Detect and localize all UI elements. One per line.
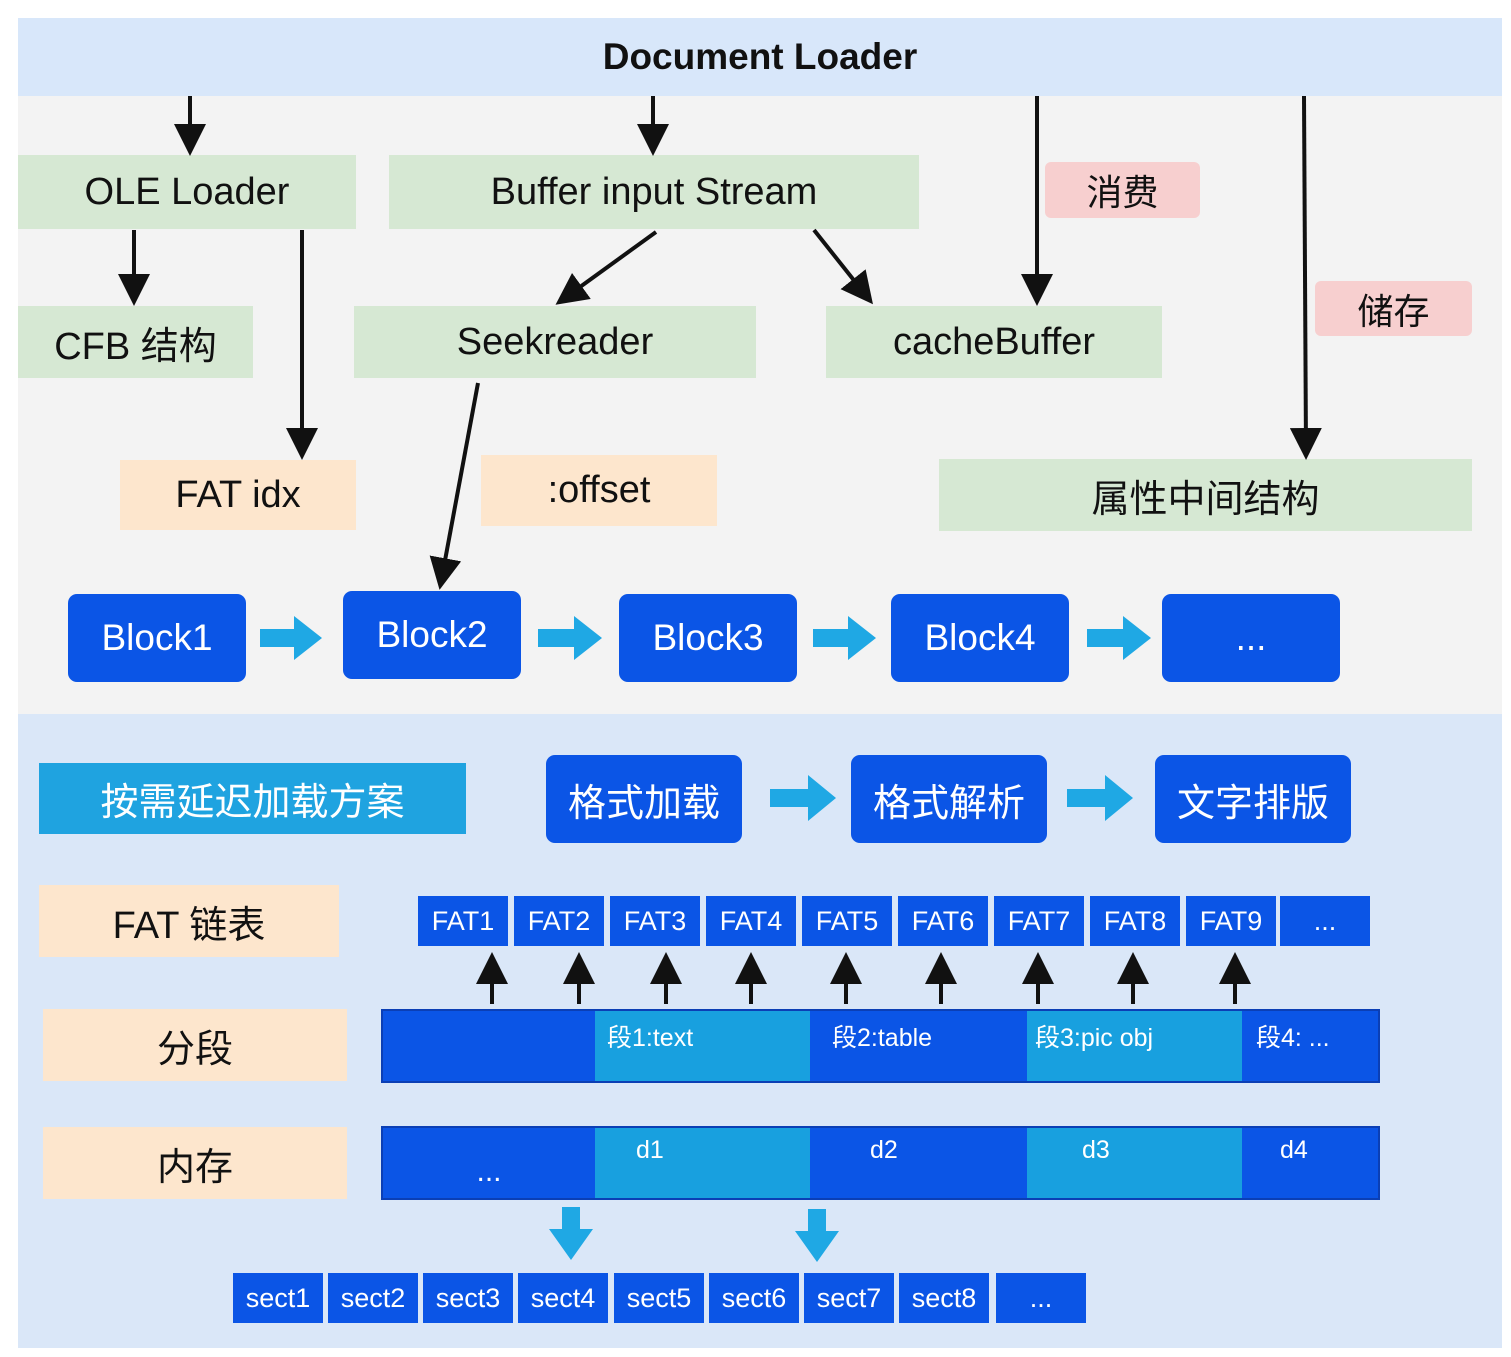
block-1: Block1	[68, 594, 246, 682]
arrow-to-block2	[429, 382, 480, 590]
format-parse-step: 格式解析	[851, 755, 1047, 843]
segment-label: 分段	[43, 1009, 347, 1081]
memory-strip: ... d1 d2 d3 d4	[381, 1126, 1380, 1200]
format-flow-arrow	[1067, 775, 1133, 821]
ole-loader-node: OLE Loader	[18, 155, 356, 229]
lazy-load-plan-label: 按需延迟加载方案	[39, 763, 466, 834]
diagram-title: Document Loader	[602, 36, 918, 77]
block-4: Block4	[891, 594, 1069, 682]
fat-entry: FAT5	[802, 896, 892, 946]
format-flow-arrow	[770, 775, 836, 821]
fat-entry-more: ...	[1280, 896, 1370, 946]
block-more: ...	[1162, 594, 1340, 682]
fat-entry: FAT4	[706, 896, 796, 946]
sect-entry: sect7	[804, 1273, 894, 1323]
block-chain-arrow	[813, 616, 876, 660]
block-chain-arrow	[1087, 616, 1151, 660]
consume-tag: 消费	[1045, 162, 1200, 218]
text-layout-step: 文字排版	[1155, 755, 1351, 843]
header-band: Document Loader	[18, 18, 1502, 96]
offset-node: :offset	[481, 455, 717, 526]
sect-entry: sect3	[423, 1273, 513, 1323]
sect-entry: sect2	[328, 1273, 418, 1323]
block-2: Block2	[343, 591, 521, 679]
cfb-structure-node: CFB 结构	[18, 306, 253, 378]
memory-cell: d1	[595, 1128, 810, 1198]
attribute-intermediate-structure-node: 属性中间结构	[939, 459, 1472, 531]
block-chain-arrow	[538, 616, 602, 660]
sect-entry: sect6	[709, 1273, 799, 1323]
sect-entry: sect1	[233, 1273, 323, 1323]
arrow-to-seekreader	[555, 230, 658, 305]
sect-entry: sect4	[518, 1273, 608, 1323]
sector-down-arrow	[549, 1207, 593, 1260]
arrow-to-cachebuffer-from-stream	[812, 228, 873, 305]
fat-idx-node: FAT idx	[120, 460, 356, 530]
segment-cell	[383, 1011, 595, 1081]
sect-entry: sect8	[899, 1273, 989, 1323]
fat-entry: FAT8	[1090, 896, 1180, 946]
buffer-input-stream-node: Buffer input Stream	[389, 155, 919, 229]
segment-cell: 段2:table	[810, 1011, 1027, 1081]
sect-entry-more: ...	[996, 1273, 1086, 1323]
arrow-to-attr-struct	[1289, 95, 1322, 460]
memory-cell: d4	[1242, 1128, 1378, 1198]
memory-cell: ...	[383, 1128, 595, 1198]
segment-cell: 段4: ...	[1242, 1011, 1378, 1081]
sect-entry: sect5	[614, 1273, 704, 1323]
memory-cell: d2	[810, 1128, 1027, 1198]
format-load-step: 格式加载	[546, 755, 742, 843]
segment-cell: 段3:pic obj	[1027, 1011, 1242, 1081]
segment-cell: 段1:text	[595, 1011, 810, 1081]
fat-entry: FAT6	[898, 896, 988, 946]
sector-down-arrow	[795, 1209, 839, 1262]
fat-entry: FAT1	[418, 896, 508, 946]
segment-strip: 段1:text 段2:table 段3:pic obj 段4: ...	[381, 1009, 1380, 1083]
seekreader-node: Seekreader	[354, 306, 756, 378]
fat-entry: FAT2	[514, 896, 604, 946]
block-chain-arrow	[260, 616, 322, 660]
memory-label: 内存	[43, 1127, 347, 1199]
memory-cell: d3	[1027, 1128, 1242, 1198]
fat-entry: FAT7	[994, 896, 1084, 946]
fat-chain-label: FAT 链表	[39, 885, 339, 957]
fat-entry: FAT3	[610, 896, 700, 946]
fat-entry: FAT9	[1186, 896, 1276, 946]
block-3: Block3	[619, 594, 797, 682]
cache-buffer-node: cacheBuffer	[826, 306, 1162, 378]
store-tag: 储存	[1315, 281, 1472, 336]
